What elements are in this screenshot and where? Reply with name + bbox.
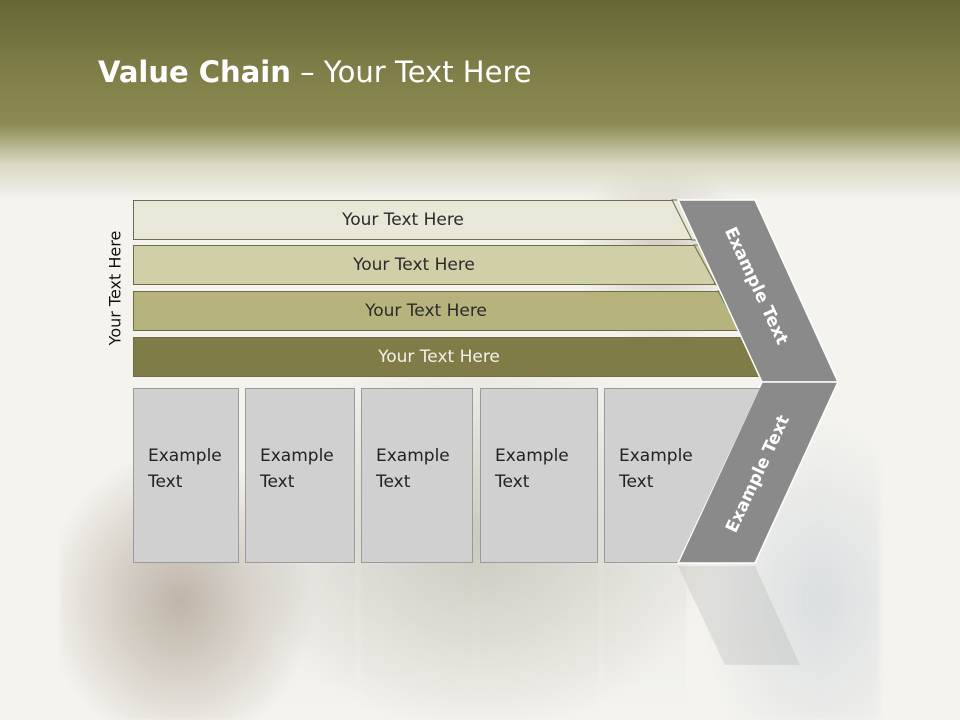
bar-1: Your Text Here <box>133 200 693 240</box>
cell-2-line2: Text <box>260 472 295 492</box>
cell-3-line2: Text <box>376 472 411 492</box>
cell-2-line1: Example <box>260 446 334 466</box>
bar-1-label: Your Text Here <box>342 210 464 230</box>
bar-4: Your Text Here <box>133 337 765 377</box>
bar-2-label: Your Text Here <box>353 255 475 275</box>
bar-2: Your Text Here <box>133 245 715 285</box>
cell-1-line2: Text <box>148 472 183 492</box>
title-rest: – Your Text Here <box>290 55 532 89</box>
cell-5-reflection <box>604 565 686 715</box>
bar-4-label: Your Text Here <box>378 347 500 367</box>
cell-1-reflection <box>133 565 239 715</box>
cell-1-line1: Example <box>148 446 222 466</box>
cell-5-line2: Text <box>619 472 654 492</box>
cell-4-reflection <box>480 565 598 715</box>
page-title: Value Chain – Your Text Here <box>98 55 532 89</box>
cell-3-reflection <box>361 565 473 715</box>
chevron-reflection <box>678 566 800 665</box>
bar-3-label: Your Text Here <box>365 301 487 321</box>
cell-4-line1: Example <box>495 446 569 466</box>
title-bold: Value Chain <box>98 55 291 89</box>
cell-3-line1: Example <box>376 446 450 466</box>
bar-3: Your Text Here <box>133 291 739 331</box>
cell-4-line2: Text <box>495 472 530 492</box>
chevron-lower <box>676 381 840 564</box>
cell-2-reflection <box>245 565 355 715</box>
header-band <box>0 0 960 200</box>
cell-5-line1: Example <box>619 446 693 466</box>
